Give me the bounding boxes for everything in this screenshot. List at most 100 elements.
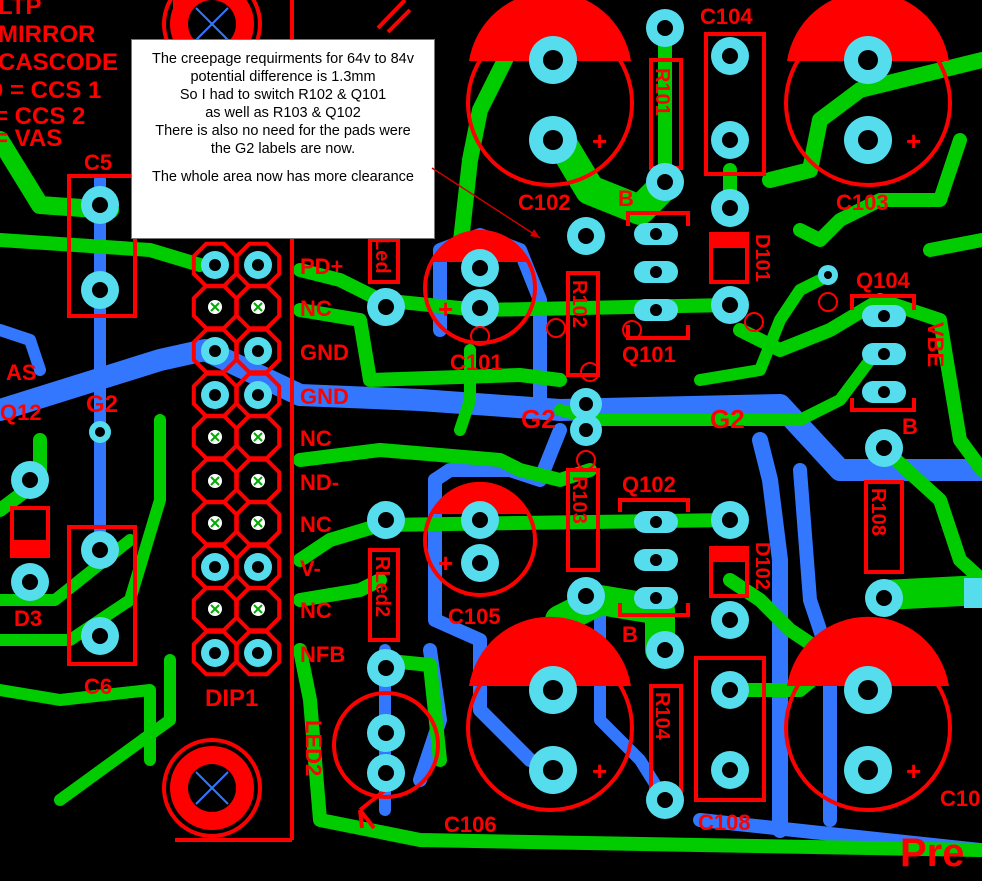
label-r102: R102 xyxy=(568,280,590,328)
label-d3: D3 xyxy=(14,606,42,631)
label-ltp: LTP xyxy=(0,0,42,20)
pads xyxy=(11,9,982,819)
label-rled2: RLed2 xyxy=(371,556,393,617)
dip-pin-x xyxy=(210,604,220,614)
note-line: as well as R103 & Q102 xyxy=(205,105,361,121)
label-b2: B xyxy=(622,622,638,647)
label-vas: AS xyxy=(6,360,37,385)
pad-hole xyxy=(472,555,488,571)
label-c104: C104 xyxy=(700,4,753,29)
dip-pin-label: V- xyxy=(300,556,321,581)
pad-hole xyxy=(579,423,593,437)
c102-plus: + xyxy=(592,126,607,156)
pad-hole xyxy=(858,760,878,780)
pad-hole xyxy=(824,271,832,279)
label-c105: C105 xyxy=(448,604,501,629)
dip-pin-outline xyxy=(191,629,239,677)
label-c101: C101 xyxy=(450,350,503,375)
label-mirror: MIRROR xyxy=(0,21,95,48)
pad-hole xyxy=(657,20,673,36)
dip-pin-label: NC xyxy=(300,598,332,623)
dip-pin-x xyxy=(253,476,263,486)
pad-hole xyxy=(657,174,673,190)
pad-hole xyxy=(722,48,738,64)
label-q101: Q101 xyxy=(622,342,676,367)
label-r101: R101 xyxy=(651,68,673,116)
dip-pin-label: GND xyxy=(300,340,349,365)
note-line: the G2 labels are now. xyxy=(210,141,356,157)
pad-hole xyxy=(722,762,738,778)
label-vbe: VBE xyxy=(923,322,948,367)
pad-square xyxy=(964,578,982,608)
pad-hole xyxy=(650,266,662,278)
pad-hole xyxy=(579,397,593,411)
dip-pin-hole xyxy=(252,259,264,271)
label-r103: R103 xyxy=(568,476,590,524)
label-rled-top: Led xyxy=(371,238,393,274)
label-led2: LED2 xyxy=(301,720,326,776)
c106-plus: + xyxy=(592,756,607,786)
dip-pin-label: PD+ xyxy=(300,254,343,279)
label-q104: Q104 xyxy=(856,268,911,293)
pad-hole xyxy=(650,228,662,240)
c101-plus: + xyxy=(438,294,453,324)
pad-hole xyxy=(378,512,394,528)
pad-hole xyxy=(95,427,105,437)
pad-hole xyxy=(878,386,890,398)
dip-pin-x xyxy=(253,432,263,442)
note-line: The creepage requirments for 64v to 84v xyxy=(152,51,414,67)
dip-pin-x xyxy=(253,518,263,528)
pad-hole xyxy=(722,132,738,148)
pad-hole xyxy=(378,765,394,781)
pad-hole xyxy=(650,592,662,604)
label-d102: D102 xyxy=(751,542,773,590)
pad-hole xyxy=(876,440,892,456)
label-ccs1: D = CCS 1 xyxy=(0,77,101,104)
c108-plus: + xyxy=(906,756,921,786)
small-vias xyxy=(470,292,838,470)
pad-hole xyxy=(92,197,108,213)
pad-hole xyxy=(722,200,738,216)
dip-pin-hole xyxy=(209,561,221,573)
note-line-last: The whole area now has more clearance xyxy=(152,169,414,185)
pad-hole xyxy=(22,574,38,590)
label-vas-def: = VAS xyxy=(0,125,62,152)
label-q102: Q102 xyxy=(622,472,676,497)
dip-pin-hole xyxy=(252,345,264,357)
dip-pin-hole xyxy=(252,561,264,573)
pad-hole xyxy=(657,642,673,658)
label-c10x: C10 xyxy=(940,786,980,811)
pad-hole xyxy=(378,660,394,676)
label-c5: C5 xyxy=(84,150,112,175)
dip-pin-label: ND- xyxy=(300,470,339,495)
dip-pin-x xyxy=(210,476,220,486)
label-c103: C103 xyxy=(836,190,889,215)
pad-hole xyxy=(378,299,394,315)
dip-pin-hole xyxy=(209,389,221,401)
label-g2-mid: G2 xyxy=(521,404,556,434)
pad-hole xyxy=(878,310,890,322)
label-g2-left: G2 xyxy=(86,391,118,418)
annotation-note: The creepage requirments for 64v to 84v … xyxy=(131,39,435,239)
pad-hole xyxy=(878,348,890,360)
pad-hole xyxy=(92,628,108,644)
pad-hole xyxy=(22,472,38,488)
label-c102: C102 xyxy=(518,190,571,215)
label-c108: C108 xyxy=(698,810,751,835)
dip-pin-outline xyxy=(234,629,282,677)
c105-plus: + xyxy=(438,548,453,578)
dip-pin-x xyxy=(210,302,220,312)
pad-hole xyxy=(650,554,662,566)
pad-hole xyxy=(543,680,563,700)
label-pre: Pre xyxy=(900,831,965,875)
pad-hole xyxy=(722,512,738,528)
pad-hole xyxy=(650,304,662,316)
label-c6: C6 xyxy=(84,674,112,699)
label-r108: R108 xyxy=(867,488,889,536)
dip-pin-label: NC xyxy=(300,512,332,537)
dip-pin-x xyxy=(253,604,263,614)
pad-hole xyxy=(722,612,738,628)
dip-pin-label: NC xyxy=(300,296,332,321)
